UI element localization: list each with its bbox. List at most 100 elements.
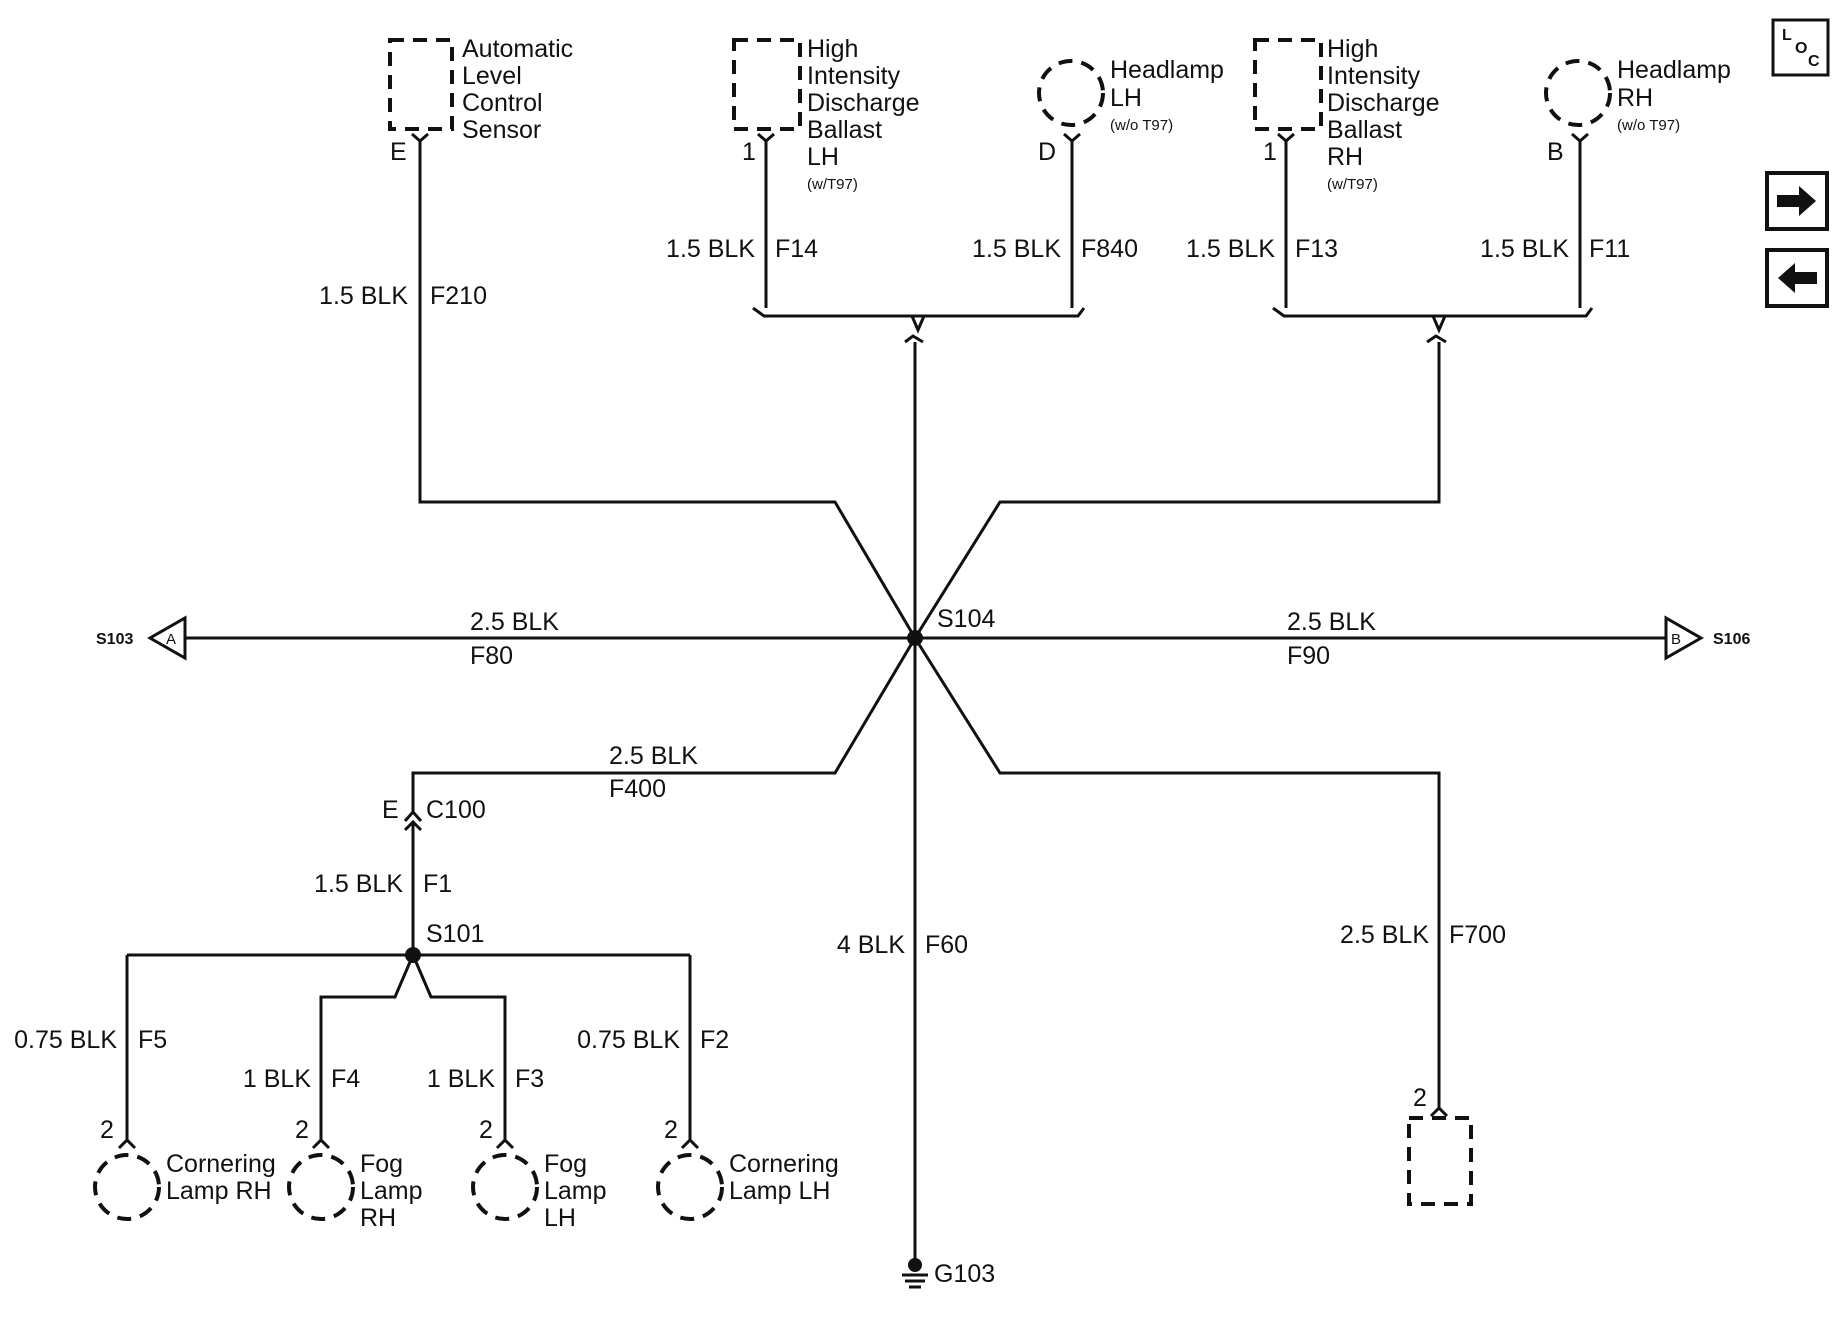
connector-c100-name: C100 xyxy=(426,796,486,824)
fog-lamp-lh: 2 Fog Lamp LH xyxy=(471,1116,607,1232)
wire-f840: 1.5 BLK F840 xyxy=(972,141,1138,308)
wire-f90-circuit: F90 xyxy=(1287,642,1330,670)
hid-rh-note: (w/T97) xyxy=(1327,176,1378,193)
wire-f400-circuit: F400 xyxy=(609,775,666,803)
hid-lh-label-4: Ballast xyxy=(807,116,882,144)
next-page-button[interactable] xyxy=(1765,171,1829,231)
cornering-lamp-lh: 2 Cornering Lamp LH xyxy=(656,1116,839,1221)
cornering-lh-label-1: Cornering xyxy=(729,1150,839,1178)
arrow-left-icon xyxy=(1778,263,1817,293)
fog-rh-label-1: Fog xyxy=(360,1150,403,1178)
cornering-rh-pin: 2 xyxy=(100,1116,114,1144)
cornering-lh-label-2: Lamp LH xyxy=(729,1177,830,1205)
ground-g103: G103 xyxy=(902,1258,995,1289)
headlamp-rh-label-1: Headlamp xyxy=(1617,56,1731,84)
hid-rh-label-3: Discharge xyxy=(1327,89,1440,117)
wire-f60-circuit: F60 xyxy=(925,931,968,959)
hid-lh-pin: 1 xyxy=(742,138,756,166)
hid-rh-label-1: High xyxy=(1327,35,1378,63)
twisted-pair-rh-bracket xyxy=(913,306,1594,639)
hid-rh-label-5: RH xyxy=(1327,143,1363,171)
wire-f3: 1 BLK F3 xyxy=(427,1065,544,1093)
hid-rh-label-4: Ballast xyxy=(1327,116,1402,144)
wire-f840-size: 1.5 BLK xyxy=(972,235,1061,263)
wire-f840-circuit: F840 xyxy=(1081,235,1138,263)
alc-sensor-label-1: Automatic xyxy=(462,35,573,63)
loc-icon[interactable]: L O C xyxy=(1771,18,1830,77)
fog-lh-label-2: Lamp xyxy=(544,1177,607,1205)
headlamp-lh-note: (w/o T97) xyxy=(1110,117,1173,134)
wire-f80-circuit: F80 xyxy=(470,642,513,670)
headlamp-rh: Headlamp RH (w/o T97) B xyxy=(1544,56,1731,166)
wire-f3-circuit: F3 xyxy=(515,1065,544,1093)
wire-f5-size: 0.75 BLK xyxy=(14,1026,117,1054)
previous-page-button[interactable] xyxy=(1765,248,1829,308)
wire-f11-size: 1.5 BLK xyxy=(1480,235,1569,263)
offpage-s103-letter: A xyxy=(166,631,176,648)
wire-f5: 0.75 BLK F5 xyxy=(14,955,167,1140)
alc-sensor: Automatic Level Control Sensor E xyxy=(388,35,573,166)
wire-f14-size: 1.5 BLK xyxy=(666,235,755,263)
splice-s101: S101 xyxy=(127,920,690,1140)
wire-f60-size: 4 BLK xyxy=(837,931,905,959)
wire-f400: 2.5 BLK F400 xyxy=(411,637,917,812)
wire-f4-circuit: F4 xyxy=(331,1065,360,1093)
wire-f14-circuit: F14 xyxy=(775,235,818,263)
hid-lh-label-5: LH xyxy=(807,143,839,171)
wire-f14: 1.5 BLK F14 xyxy=(666,141,818,308)
loc-icon-l: L xyxy=(1782,27,1792,44)
offpage-connector-s103: A S103 xyxy=(96,615,187,661)
headlamp-lh: Headlamp LH (w/o T97) D xyxy=(1037,56,1224,166)
wire-f2: 0.75 BLK F2 xyxy=(577,955,729,1140)
wire-f90-size: 2.5 BLK xyxy=(1287,608,1376,636)
wire-f700: 2.5 BLK F700 xyxy=(913,637,1506,1108)
headlamp-rh-note: (w/o T97) xyxy=(1617,117,1680,134)
wire-f5-circuit: F5 xyxy=(138,1026,167,1054)
hid-lh-label-2: Intensity xyxy=(807,62,901,90)
alc-sensor-label-3: Control xyxy=(462,89,543,117)
hid-ballast-lh: High Intensity Discharge Ballast LH (w/T… xyxy=(732,35,920,193)
hid-lh-label-1: High xyxy=(807,35,858,63)
headlamp-rh-label-2: RH xyxy=(1617,84,1653,112)
wire-f2-circuit: F2 xyxy=(700,1026,729,1054)
ground-g103-label: G103 xyxy=(934,1260,995,1288)
wire-f400-size: 2.5 BLK xyxy=(609,742,698,770)
connector-c100: E C100 xyxy=(382,796,486,832)
wire-f90: 2.5 BLK F90 xyxy=(915,608,1666,670)
wire-f1: 1.5 BLK F1 xyxy=(314,822,452,955)
twisted-pair-lh-bracket xyxy=(752,306,1086,638)
wire-f11-circuit: F11 xyxy=(1589,235,1630,263)
offpage-s103-ref: S103 xyxy=(96,631,133,648)
offpage-connector-s106: B S106 xyxy=(1664,615,1750,661)
hid-lh-note: (w/T97) xyxy=(807,176,858,193)
component-f700-end: 2 xyxy=(1407,1084,1473,1206)
wire-f13: 1.5 BLK F13 xyxy=(1186,141,1338,308)
hid-rh-pin: 1 xyxy=(1263,138,1277,166)
connector-c100-pin: E xyxy=(382,796,399,824)
wire-f1-size: 1.5 BLK xyxy=(314,870,403,898)
fog-rh-label-3: RH xyxy=(360,1204,396,1232)
cornering-rh-label-2: Lamp RH xyxy=(166,1177,272,1205)
wire-f11: 1.5 BLK F11 xyxy=(1480,141,1630,308)
loc-icon-c: C xyxy=(1808,53,1820,70)
cornering-lamp-rh: 2 Cornering Lamp RH xyxy=(93,1116,276,1221)
fog-rh-pin: 2 xyxy=(295,1116,309,1144)
headlamp-lh-pin: D xyxy=(1038,138,1056,166)
fog-lh-label-1: Fog xyxy=(544,1150,587,1178)
fog-lh-label-3: LH xyxy=(544,1204,576,1232)
wire-f13-circuit: F13 xyxy=(1295,235,1338,263)
wire-f2-size: 0.75 BLK xyxy=(577,1026,680,1054)
headlamp-lh-label-1: Headlamp xyxy=(1110,56,1224,84)
wire-f80: 2.5 BLK F80 xyxy=(185,608,915,670)
alc-sensor-label-2: Level xyxy=(462,62,522,90)
wire-f210-size: 1.5 BLK xyxy=(319,282,408,310)
fog-rh-label-2: Lamp xyxy=(360,1177,423,1205)
headlamp-lh-label-2: LH xyxy=(1110,84,1142,112)
wire-f4: 1 BLK F4 xyxy=(243,1065,360,1093)
hid-lh-label-3: Discharge xyxy=(807,89,920,117)
cornering-rh-label-1: Cornering xyxy=(166,1150,276,1178)
fog-lamp-rh: 2 Fog Lamp RH xyxy=(287,1116,423,1232)
wire-f210: 1.5 BLK F210 xyxy=(319,141,917,639)
wire-f4-size: 1 BLK xyxy=(243,1065,311,1093)
